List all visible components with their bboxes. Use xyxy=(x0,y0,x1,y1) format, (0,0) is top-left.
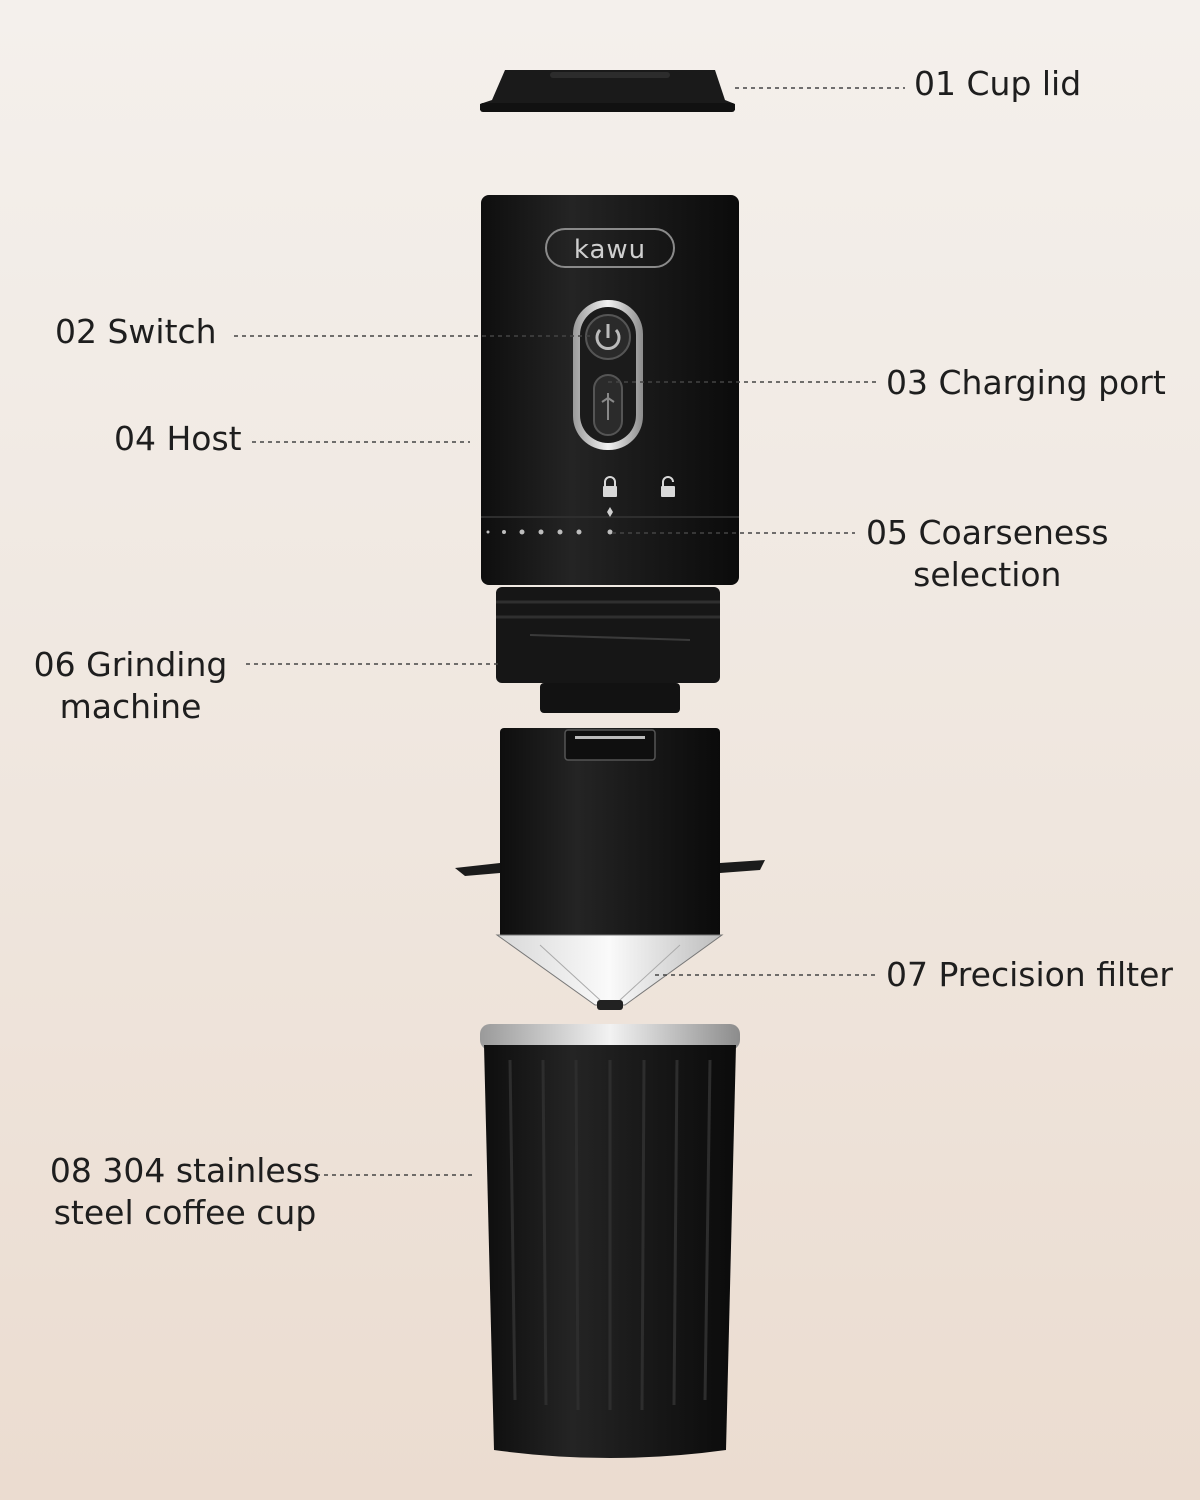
leader-lines xyxy=(234,87,905,1176)
host-part xyxy=(481,195,739,585)
coffee-cup-part xyxy=(480,1024,740,1458)
callout-cup-lid: 01 Cup lid xyxy=(914,64,1082,103)
callout-precision-filter: 07 Precision filter xyxy=(886,955,1173,994)
filter-holder-part xyxy=(455,728,765,938)
callout-coffee-cup: 08 304 stainless steel coffee cup xyxy=(49,1151,321,1232)
callout-charging-port: 03 Charging port xyxy=(886,363,1166,402)
callout-grinding-machine: 06 Grinding machine xyxy=(33,645,228,726)
cup-lid-part xyxy=(480,70,735,112)
coarseness-dots xyxy=(486,529,613,535)
precision-filter-part xyxy=(495,934,724,1010)
callout-host: 04 Host xyxy=(114,419,242,458)
lock-icon xyxy=(603,476,617,497)
brand-logo: kawu xyxy=(545,228,675,268)
callout-switch: 02 Switch xyxy=(55,312,217,351)
callout-coarseness-selection: 05 Coarseness selection xyxy=(866,513,1109,594)
grinding-machine-part xyxy=(496,587,720,713)
unlock-icon xyxy=(661,476,675,497)
